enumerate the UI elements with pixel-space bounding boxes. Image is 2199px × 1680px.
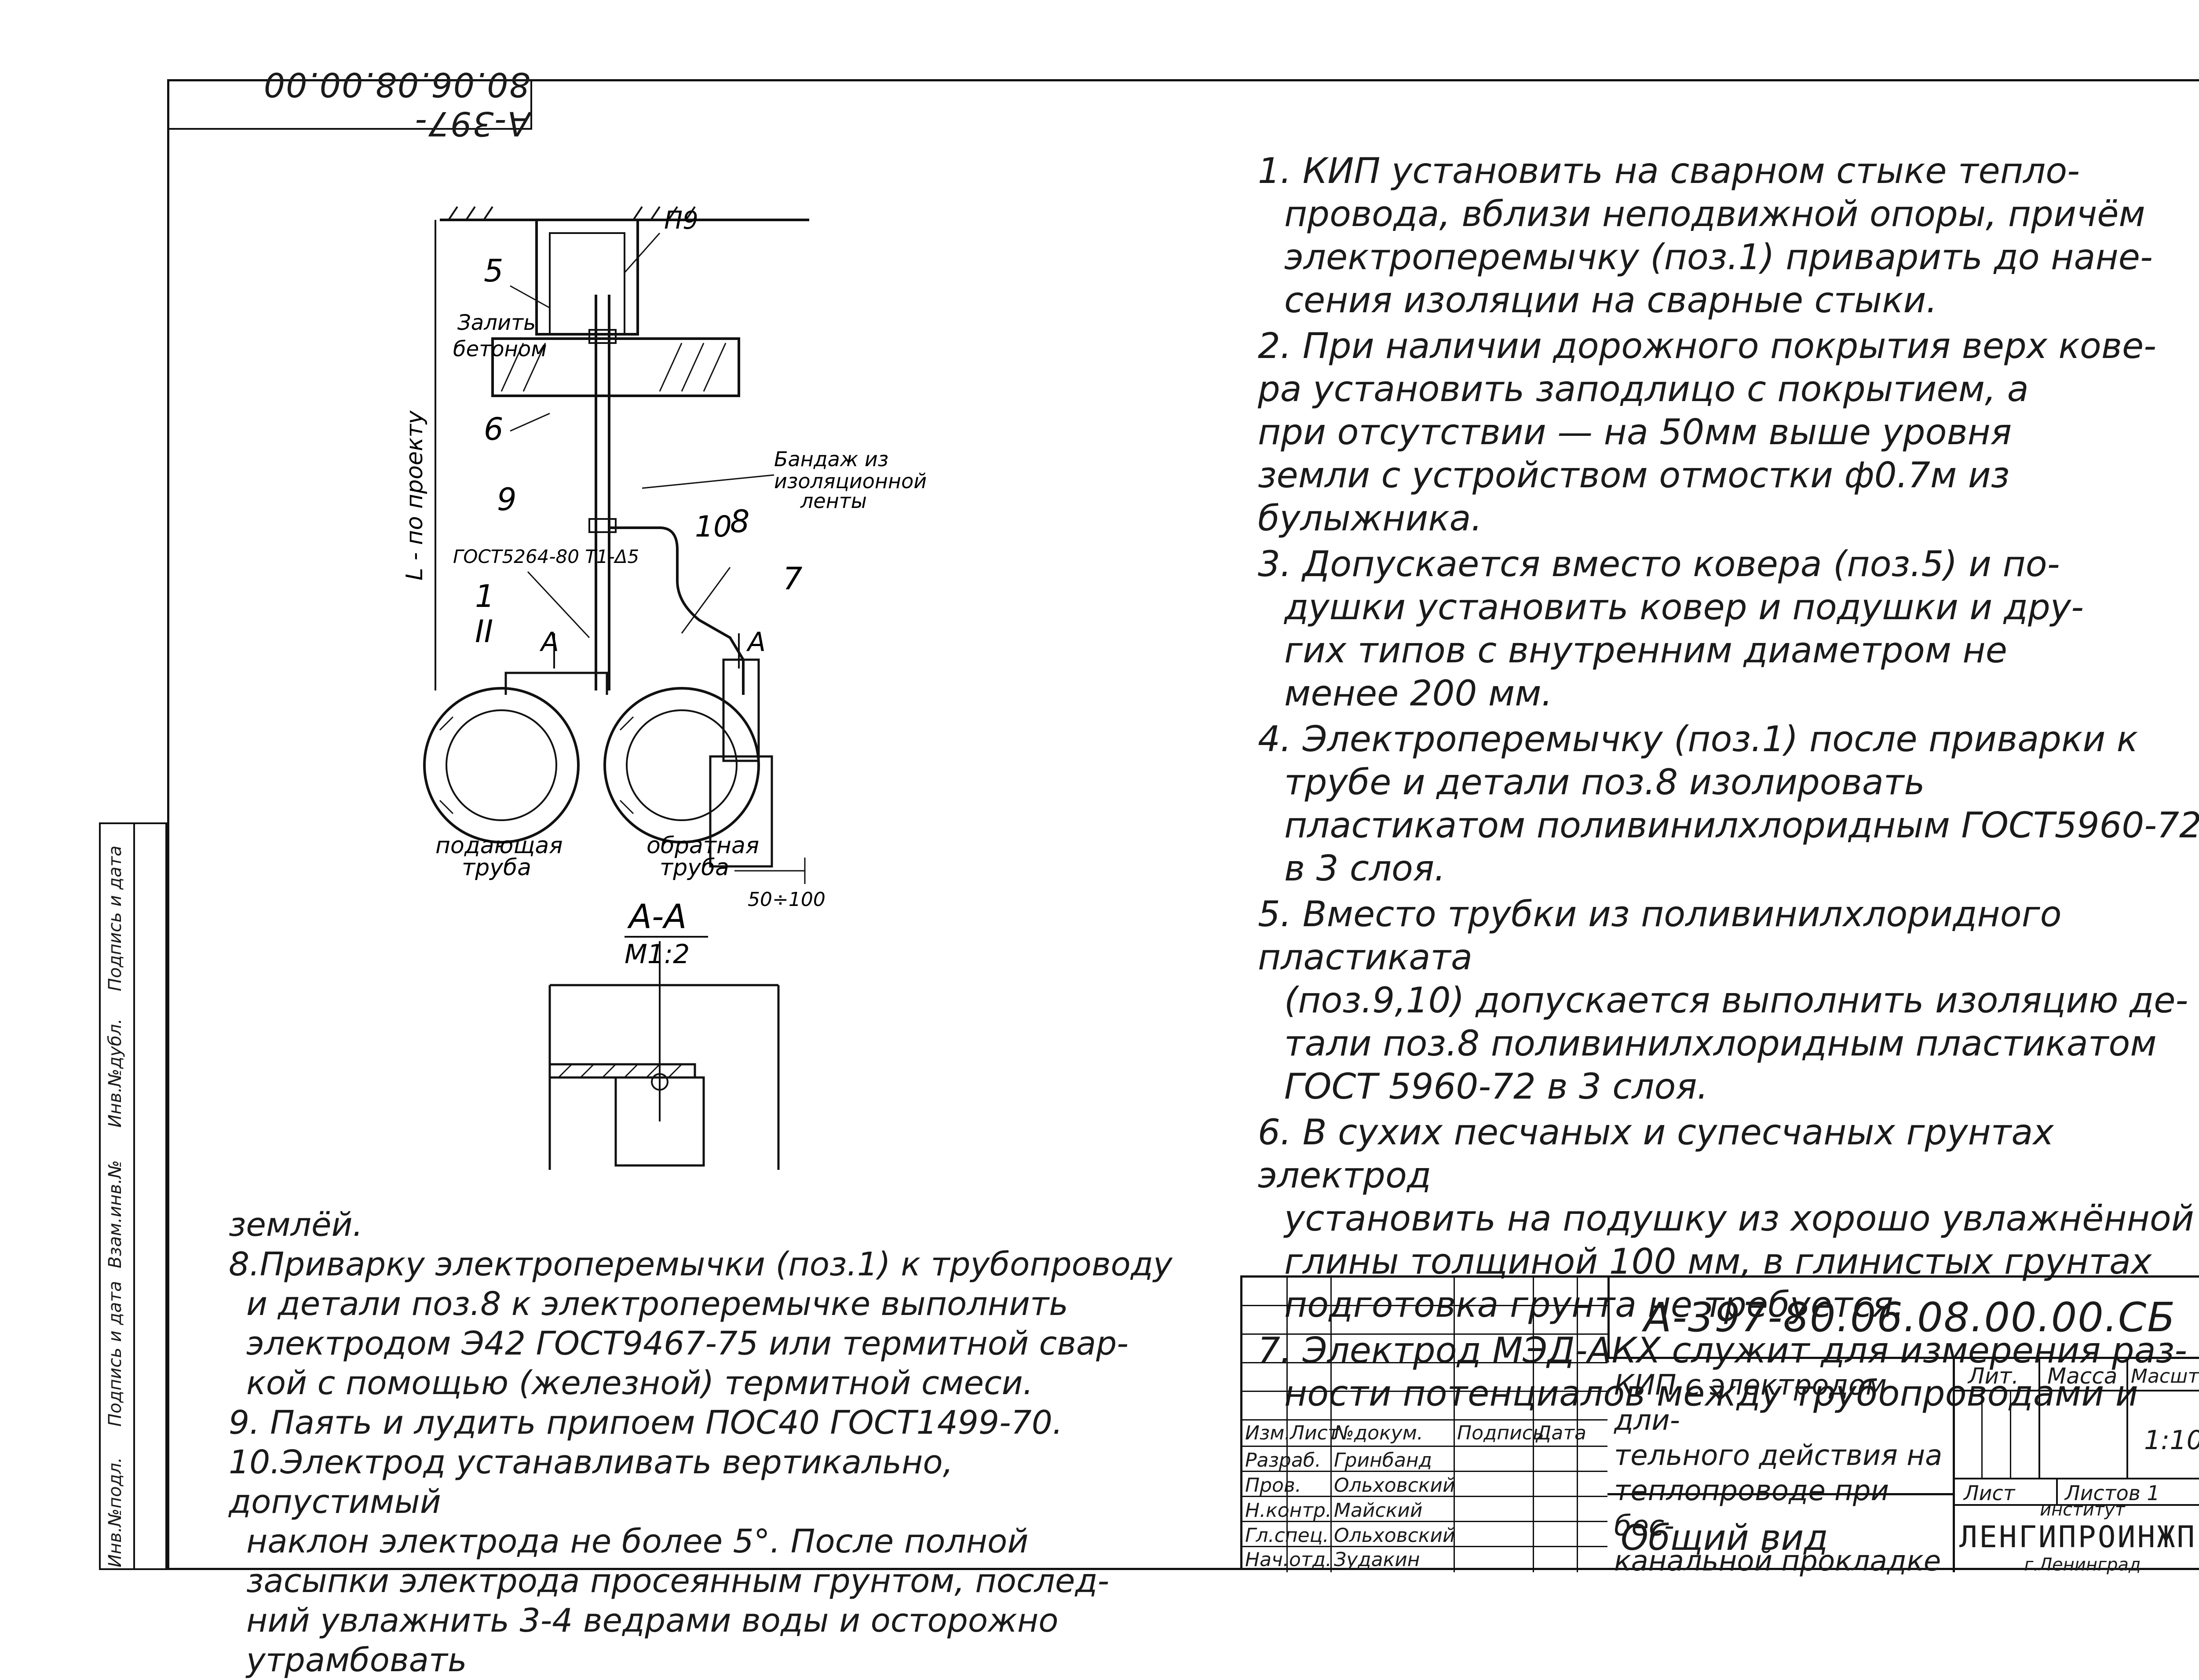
lower-note-line: электродом Э42 ГОСТ9467-75 или термитной…: [246, 1325, 1129, 1362]
document-name: КИП с электродом дли- тельного действия …: [1614, 1369, 1943, 1578]
lower-note-line: засыпки электрода просеянным грунтом, по…: [246, 1562, 1110, 1600]
installation-drawing: П9 5 Залить бетоном 6 L - по проекту Бан…: [402, 206, 927, 1170]
role-nachotd: Нач.отд.: [1245, 1549, 1332, 1571]
corner-code: А-397-80.06.08.00.00: [167, 66, 532, 144]
label-pos10: 10: [695, 510, 732, 544]
organization: институт ЛЕНГИПРОИНЖПРОЕКТ г.Ленинград: [1959, 1500, 2199, 1575]
role-razrab: Разраб.: [1245, 1449, 1321, 1472]
jumper-cable: [609, 526, 745, 695]
stamp-podpis-2: Подпись и дата: [105, 845, 125, 991]
label-pos8: 8: [730, 504, 750, 540]
lit-mass-scale: Лит. Масса Масштаб 1:10 Лист Листов 1: [1953, 1359, 2199, 1572]
label-return-1: обратная: [647, 833, 759, 859]
drawing-frame: [167, 79, 2199, 1570]
label-pos2: II: [475, 614, 493, 650]
label-bandazh-2: изоляционной: [774, 469, 927, 493]
name-prov: Ольховский: [1334, 1474, 1455, 1497]
return-pipe-outer: [603, 687, 760, 844]
name-nkontr: Майский: [1334, 1499, 1423, 1522]
stamp-inv-podl: Инв.№подл.: [105, 1457, 125, 1567]
note-2: 2. При наличии дорожного покрытия верх к…: [1258, 325, 2157, 539]
lower-note-line: 8.Приварку электроперемычки (поз.1) к тр…: [229, 1245, 1173, 1283]
label-section-a-left: А: [539, 627, 559, 657]
view-name: Общий вид: [1621, 1517, 1828, 1558]
note-6: 6. В сухих песчаных и супесчаных грунтах…: [1258, 1112, 2194, 1325]
note-5: 5. Вместо трубки из поливинилхлоридного …: [1258, 894, 2188, 1107]
name-glspec: Ольховский: [1334, 1524, 1455, 1547]
section-scale: М1:2: [625, 939, 690, 970]
label-section-a-right: А: [746, 627, 766, 657]
scale-value: 1:10: [2144, 1425, 2199, 1456]
label-pos5: 5: [484, 253, 504, 289]
label-pos7: 7: [783, 561, 803, 597]
title-block: Изм. Лист №докум. Подпись Дата Разраб. Г…: [1240, 1275, 2199, 1578]
label-return-2: труба: [660, 855, 729, 881]
label-bandazh-1: Бандаж из: [774, 447, 888, 471]
lower-note-line: и детали поз.8 к электроперемычке выполн…: [246, 1285, 1068, 1323]
label-supply-2: труба: [462, 855, 531, 881]
role-prov: Пров.: [1245, 1474, 1301, 1497]
role-glspec: Гл.спец.: [1245, 1524, 1329, 1547]
lower-note-line: 10.Электрод устанавливать вертикально, д…: [229, 1443, 953, 1521]
label-supply-1: подающая: [435, 833, 563, 859]
document-code: А-397-80.06.08.00.00.СБ: [1607, 1278, 2199, 1359]
technical-notes: 1. КИП установить на сварном стыке тепло…: [1258, 150, 2199, 1418]
label-bandazh-3: ленты: [800, 489, 867, 513]
label-pos6: 6: [484, 411, 504, 447]
supply-pipe-outer: [423, 687, 580, 844]
note-3: 3. Допускается вместо ковера (поз.5) и п…: [1258, 544, 2084, 714]
stamp-column: [101, 824, 135, 1568]
section-title: А-А: [627, 897, 687, 936]
label-l-po-proektu: L - по проекту: [402, 410, 428, 581]
section-detail: [548, 941, 780, 1170]
lower-note-line: ний увлажнить 3-4 ведрами воды и осторож…: [246, 1602, 1059, 1640]
stamp-vzam-inv: Взам.инв.№: [105, 1160, 125, 1268]
note-1: 1. КИП установить на сварном стыке тепло…: [1258, 150, 2153, 321]
sheet-label: Лист: [1964, 1481, 2015, 1505]
label-gost: ГОСТ5264-80 Т1-Δ5: [453, 546, 639, 567]
scale-label: Масштаб: [2131, 1365, 2199, 1388]
lower-note-line: 9. Паять и лудить припоем ПОС40 ГОСТ1499…: [229, 1404, 1063, 1442]
label-gap: 50÷100: [748, 888, 826, 911]
hdr-list: Лист: [1290, 1422, 1339, 1444]
name-razrab: Гринбанд: [1334, 1449, 1432, 1472]
lower-note-line: наклон электрода не более 5°. После полн…: [246, 1523, 1029, 1560]
hdr-dokum: №докум.: [1334, 1422, 1423, 1444]
stamp-inv-dubl: Инв.№дубл.: [105, 1018, 125, 1128]
stamp-podpis-1: Подпись и дата: [105, 1281, 125, 1427]
lit-label: Лит.: [1968, 1363, 2019, 1389]
role-nkontr: Н.контр.: [1245, 1499, 1332, 1522]
org-name: ЛЕНГИПРОИНЖПРОЕКТ: [1959, 1520, 2199, 1555]
bandage: [588, 518, 617, 533]
left-stamp-strip: Инв.№подл. Подпись и дата Взам.инв.№ Инв…: [99, 822, 167, 1570]
hdr-data: Дата: [1536, 1422, 1586, 1444]
ground-hatch: [448, 206, 696, 221]
sheets-label: Листов 1: [2065, 1481, 2160, 1505]
note-4: 4. Электроперемычку (поз.1) после привар…: [1258, 719, 2199, 889]
mass-label: Масса: [2047, 1363, 2118, 1389]
lower-notes: землёй. 8.Приварку электроперемычки (поз…: [229, 1205, 1174, 1680]
lower-note-line: утрамбовать: [246, 1641, 467, 1679]
kover-box: [535, 219, 639, 336]
label-pos9: 9: [497, 482, 517, 518]
hdr-izm: Изм.: [1245, 1422, 1291, 1444]
lower-note-line: кой с помощью (железной) термитной смеси…: [246, 1364, 1034, 1402]
jumper-weld: [504, 672, 608, 695]
label-pos1: 1: [475, 578, 495, 614]
electrode-body: [722, 658, 760, 762]
org-city: г.Ленинград: [2024, 1555, 2141, 1575]
label-betonom: бетоном: [453, 337, 547, 362]
revision-grid: Изм. Лист №докум. Подпись Дата Разраб. Г…: [1242, 1278, 1607, 1572]
label-zalit: Залить: [457, 310, 536, 335]
name-nachotd: Зудакин: [1334, 1549, 1420, 1571]
org-top: институт: [2040, 1500, 2125, 1520]
label-p9: П9: [664, 206, 698, 235]
note-7: 7. Электрод МЭД-АКХ служит для измерения…: [1258, 1330, 2188, 1414]
lower-note-line: землёй.: [229, 1206, 363, 1244]
hdr-podpis: Подпись: [1457, 1422, 1544, 1444]
